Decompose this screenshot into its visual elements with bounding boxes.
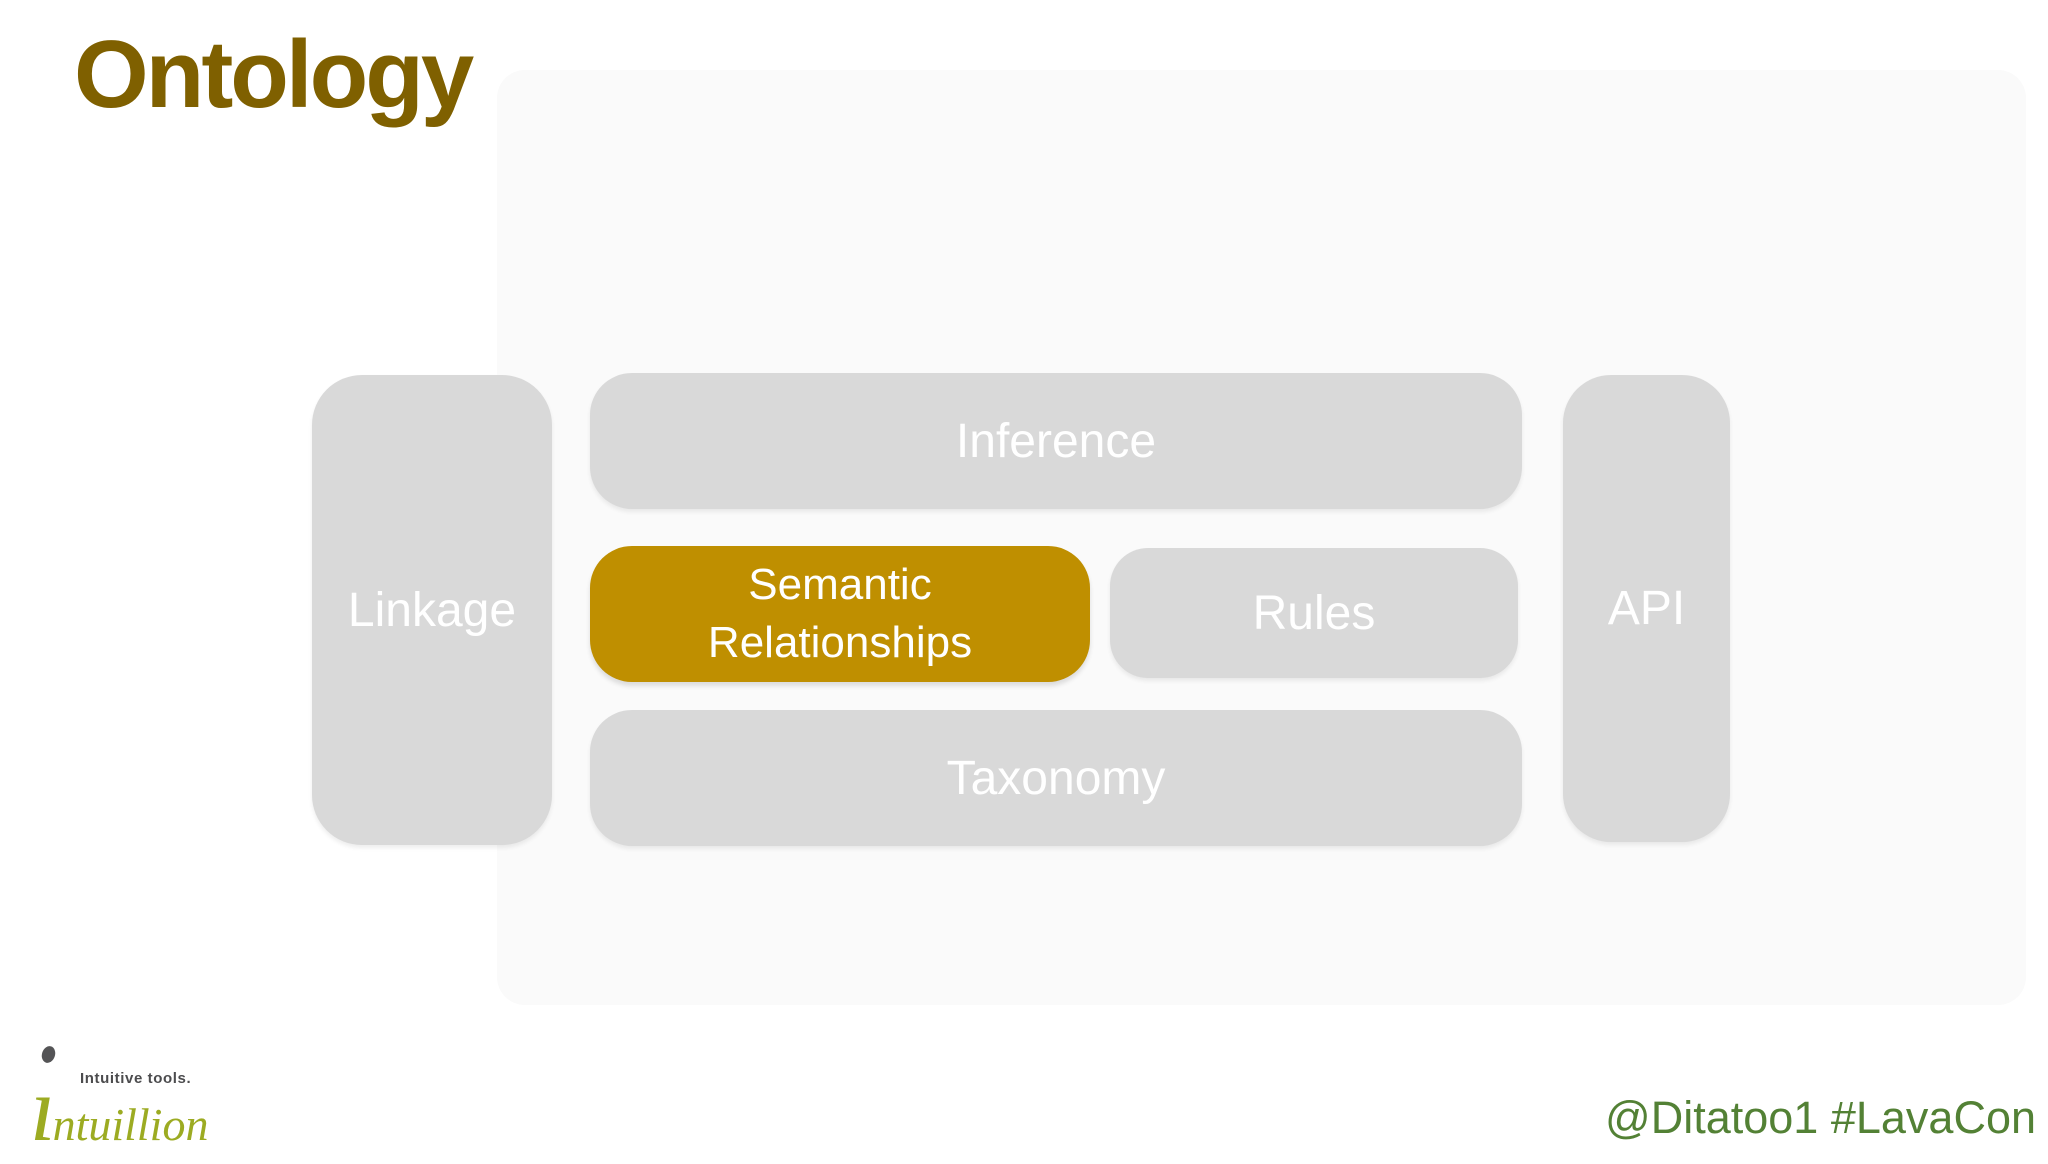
logo-wordmark-rest: ntuillion (52, 1099, 209, 1150)
block-label-api: API (1607, 582, 1686, 635)
diagram-block-api: API (1563, 375, 1730, 842)
diagram-block-inference: Inference (590, 373, 1522, 509)
diagram-block-linkage: Linkage (312, 375, 552, 845)
diagram-block-taxonomy: Taxonomy (590, 710, 1522, 846)
slide-title: Ontology (74, 21, 474, 128)
block-label-linkage: Linkage (347, 583, 517, 637)
logo-tagline: Intuitive tools. (80, 1070, 192, 1087)
block-label-semantic-relationships: Semantic Relationships (707, 559, 973, 667)
block-label-rules: Rules (1252, 586, 1376, 640)
diagram-block-rules: Rules (1110, 548, 1518, 678)
footer-social-text: @Ditatoo1 #LavaCon (1605, 1092, 2036, 1143)
content-placeholder (497, 70, 2026, 1005)
logo-letter-i: ı (30, 1058, 56, 1160)
diagram-block-semantic-relationships: Semantic Relationships (590, 546, 1090, 682)
block-label-taxonomy: Taxonomy (946, 751, 1166, 805)
block-label-inference: Inference (955, 414, 1157, 468)
